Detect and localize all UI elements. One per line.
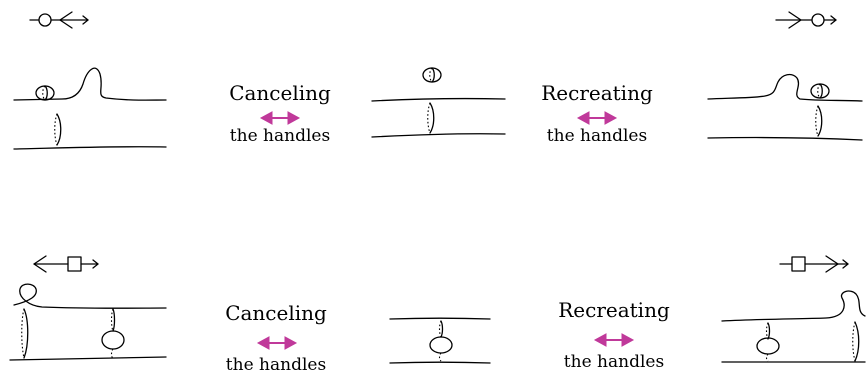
double-arrow-icon	[593, 333, 635, 347]
the-handles-text: the handles	[547, 126, 647, 146]
recreating-text: Recreating	[541, 81, 653, 105]
recreating-text: Recreating	[558, 298, 670, 322]
recreating-label-row1: Recreating the handles	[541, 81, 653, 146]
surface-row2-left	[9, 283, 167, 361]
the-handles-text: the handles	[230, 126, 330, 146]
symbol-square-right-arrow	[779, 255, 849, 273]
recreating-label-row2: Recreating the handles	[558, 298, 670, 372]
symbol-arrow-circle-right	[775, 11, 837, 29]
symbol-circle-left-arrow	[29, 11, 89, 29]
surface-row2-right	[721, 290, 866, 363]
canceling-text: Canceling	[225, 301, 327, 325]
canceling-label-row2: Canceling the handles	[225, 301, 327, 375]
the-handles-text: the handles	[564, 352, 664, 372]
symbol-square-left-arrow	[33, 255, 99, 273]
canceling-text: Canceling	[229, 81, 331, 105]
canceling-label-row1: Canceling the handles	[229, 81, 331, 146]
double-arrow-icon	[576, 111, 618, 125]
surface-row1-middle	[371, 67, 506, 138]
surface-row1-left	[13, 67, 167, 150]
double-arrow-icon	[259, 111, 301, 125]
double-arrow-icon	[256, 336, 298, 350]
the-handles-text: the handles	[226, 355, 326, 375]
surface-row1-right	[707, 73, 863, 141]
surface-row2-middle	[389, 317, 491, 364]
